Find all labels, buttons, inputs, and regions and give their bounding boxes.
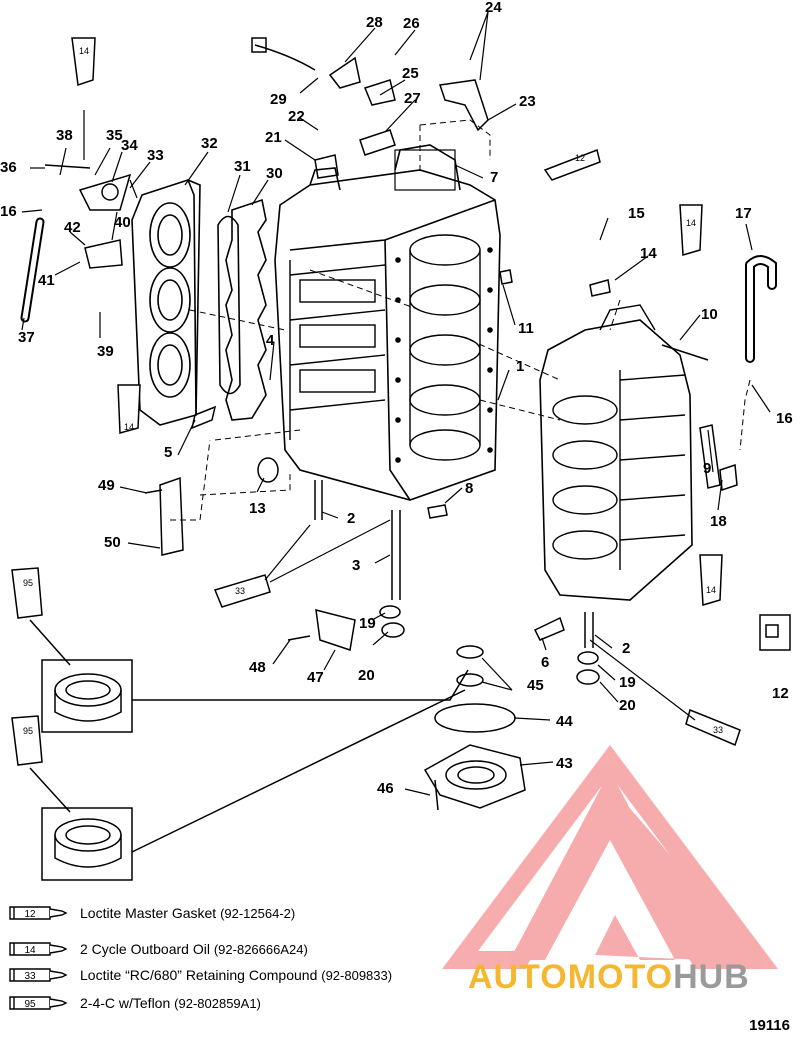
callout-14: 14 — [640, 245, 657, 262]
callout-39: 39 — [97, 343, 114, 360]
callout-labels: 1 2 2 3 4 5 6 7 8 9 10 11 12 13 14 15 16… — [0, 0, 793, 797]
watermark-text: AUTOMOTOHUB — [468, 958, 750, 996]
svg-text:14: 14 — [24, 945, 36, 956]
callout-50: 50 — [104, 534, 121, 551]
legend-row-14: 14 2 Cycle Outboard Oil (92-826666A24) — [8, 938, 308, 960]
head-gasket — [225, 198, 267, 421]
legend-row-12: 12 Loctite Master Gasket (92-12564-2) — [8, 902, 295, 924]
svg-text:14: 14 — [706, 585, 716, 595]
callout-44: 44 — [556, 713, 573, 730]
callout-20b: 20 — [619, 697, 636, 714]
callout-38: 38 — [56, 127, 73, 144]
leader-lines — [21, 11, 771, 796]
o-ring — [217, 215, 241, 395]
legend-text-12: Loctite Master Gasket (92-12564-2) — [80, 905, 296, 921]
callout-2b: 2 — [622, 640, 630, 657]
callout-19a: 19 — [359, 615, 376, 632]
svg-text:95: 95 — [24, 999, 36, 1010]
callout-49: 49 — [98, 477, 115, 494]
svg-text:12: 12 — [575, 153, 585, 163]
callout-13: 13 — [249, 500, 266, 517]
watermark-logo — [442, 745, 778, 969]
tube-icon-12: 12 — [8, 905, 68, 921]
svg-text:14: 14 — [79, 46, 89, 56]
crankcase-cover — [539, 304, 693, 601]
svg-text:33: 33 — [713, 725, 723, 735]
legend-row-95: 95 2-4-C w/Teflon (92-802859A1) — [8, 992, 261, 1014]
legend-text-33: Loctite “RC/680” Retaining Compound (92-… — [80, 967, 393, 983]
callout-12: 12 — [772, 685, 789, 702]
cylinder-head — [131, 179, 201, 426]
svg-text:12: 12 — [24, 909, 36, 920]
callout-23: 23 — [519, 93, 536, 110]
small-parts — [20, 37, 779, 811]
callout-20a: 20 — [358, 667, 375, 684]
callout-27: 27 — [404, 90, 421, 107]
callout-30: 30 — [266, 165, 283, 182]
sealant-tubes: 14 14 12 14 14 33 33 95 95 — [11, 37, 741, 766]
callout-41: 41 — [38, 272, 55, 289]
callout-42: 42 — [64, 219, 81, 236]
callout-45: 45 — [527, 677, 544, 694]
callout-43: 43 — [556, 755, 573, 772]
callout-7: 7 — [490, 169, 498, 186]
callout-28: 28 — [366, 14, 383, 31]
tube-icon-33: 33 — [8, 967, 68, 983]
callout-4: 4 — [266, 332, 275, 349]
callout-8: 8 — [465, 480, 473, 497]
callout-15: 15 — [628, 205, 645, 222]
svg-text:95: 95 — [23, 726, 33, 736]
callout-47: 47 — [307, 669, 324, 686]
callout-10: 10 — [701, 306, 718, 323]
callout-22: 22 — [288, 108, 305, 125]
tube-icon-95: 95 — [8, 995, 68, 1011]
callout-5: 5 — [164, 444, 172, 461]
alignment-lines — [170, 119, 751, 521]
callout-32: 32 — [201, 135, 218, 152]
legend-text-14: 2 Cycle Outboard Oil (92-826666A24) — [80, 941, 308, 957]
figure-number: 19116 — [749, 1017, 790, 1034]
callout-37: 37 — [18, 329, 35, 346]
callout-2a: 2 — [347, 510, 355, 527]
callout-48: 48 — [249, 659, 266, 676]
callout-1: 1 — [516, 358, 524, 375]
cylinder-block — [274, 144, 501, 501]
callout-21: 21 — [265, 129, 282, 146]
callout-26: 26 — [403, 15, 420, 32]
callout-19b: 19 — [619, 674, 636, 691]
callout-25: 25 — [402, 65, 419, 82]
callout-34: 34 — [121, 137, 138, 154]
callout-46: 46 — [377, 780, 394, 797]
callout-17: 17 — [735, 205, 752, 222]
legend-text-95: 2-4-C w/Teflon (92-802859A1) — [80, 995, 261, 1011]
svg-text:14: 14 — [124, 422, 134, 432]
callout-31: 31 — [234, 158, 251, 175]
svg-text:14: 14 — [686, 218, 696, 228]
svg-text:33: 33 — [24, 971, 36, 982]
callout-36: 36 — [0, 159, 17, 176]
callout-11: 11 — [518, 320, 534, 337]
callout-33: 33 — [147, 147, 164, 164]
callout-3: 3 — [352, 557, 360, 574]
callout-16a: 16 — [0, 203, 17, 220]
callout-16b: 16 — [776, 410, 793, 427]
tube-icon-14: 14 — [8, 941, 68, 957]
seal-detail — [29, 614, 791, 881]
callout-9: 9 — [703, 460, 711, 477]
callout-29: 29 — [270, 91, 287, 108]
callout-40: 40 — [114, 214, 131, 231]
svg-text:33: 33 — [235, 586, 245, 596]
callout-18: 18 — [710, 513, 727, 530]
legend-row-33: 33 Loctite “RC/680” Retaining Compound (… — [8, 964, 392, 986]
callout-35: 35 — [106, 127, 123, 144]
svg-text:95: 95 — [23, 578, 33, 588]
callout-6: 6 — [541, 654, 549, 671]
callout-24: 24 — [485, 0, 502, 16]
